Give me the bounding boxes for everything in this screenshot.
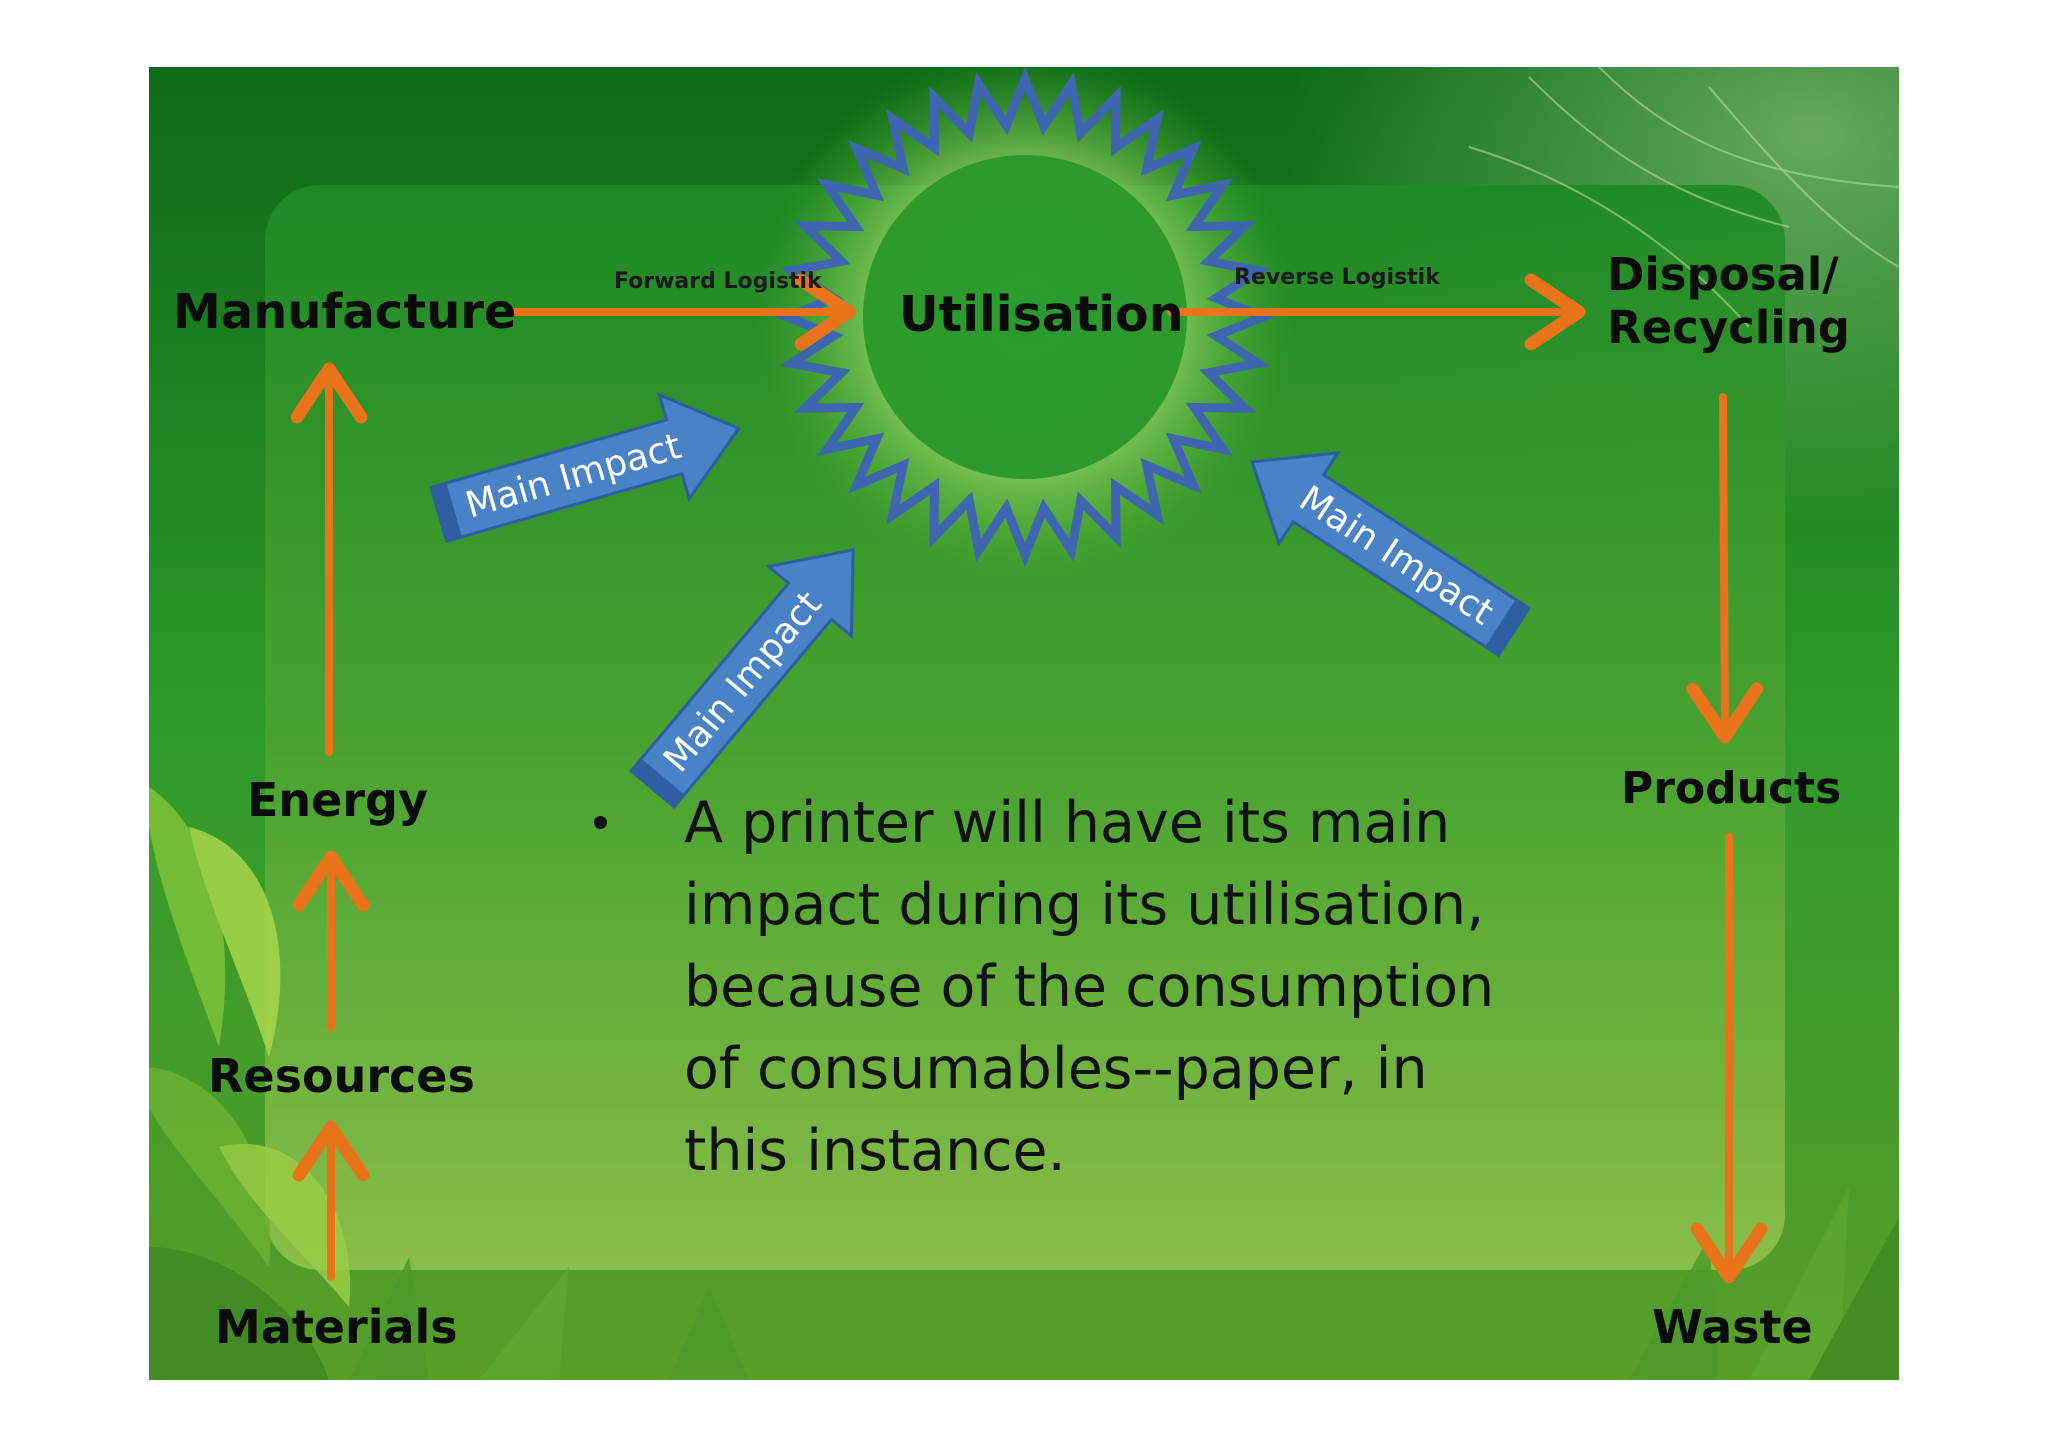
node-disposal-line2: Recycling	[1607, 301, 1850, 354]
node-energy: Energy	[247, 773, 428, 827]
grass-decoration-bottom	[349, 1187, 1899, 1380]
bullet-dot-icon	[594, 816, 607, 829]
node-materials: Materials	[215, 1300, 458, 1354]
flow-arrows	[290, 273, 1768, 1284]
node-manufacture: Manufacture	[173, 284, 517, 340]
bullet-text: A printer will have its main impact duri…	[684, 790, 1495, 1184]
node-disposal-line1: Disposal/	[1607, 248, 1839, 301]
leaf-decoration-left	[149, 787, 351, 1380]
utilisation-starburst	[774, 67, 1276, 568]
node-products: Products	[1621, 763, 1842, 814]
forward-logistik-label: Forward Logistik	[614, 269, 822, 294]
disposal-to-products-arrow	[1686, 393, 1764, 744]
node-utilisation: Utilisation	[899, 286, 1184, 343]
fern-decoration-top-right	[1468, 67, 1899, 328]
node-waste: Waste	[1652, 1300, 1813, 1354]
slide: Main Impact Main Impact Main Impact Manu…	[149, 67, 1899, 1380]
reverse-logistik-label: Reverse Logistik	[1234, 265, 1440, 290]
diagram-canvas: Main Impact Main Impact Main Impact	[149, 67, 1899, 1380]
node-resources: Resources	[208, 1049, 475, 1103]
utilisation-core	[863, 155, 1187, 479]
